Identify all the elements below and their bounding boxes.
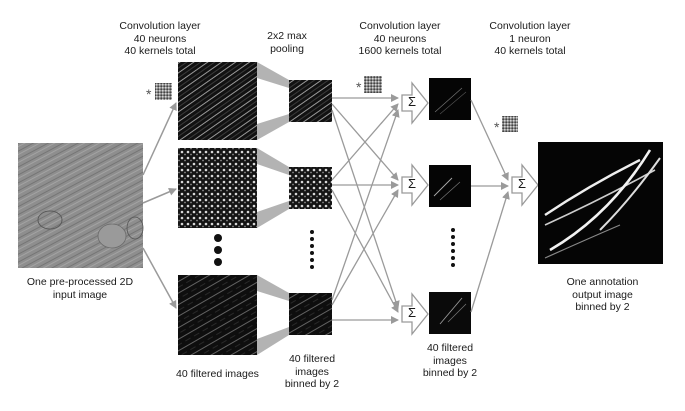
sum-node-2 xyxy=(401,163,429,207)
sum-symbol-2: Σ xyxy=(407,176,417,191)
sum-symbol-output: Σ xyxy=(517,176,527,191)
pool-to-sum-arrows xyxy=(331,94,400,324)
conv2-convolve-symbol: * xyxy=(356,79,362,95)
output-label-line2: output image xyxy=(572,288,633,301)
conv3-convolve-symbol: * xyxy=(494,119,500,135)
output-image xyxy=(538,142,663,264)
conv2-to-output-arrows xyxy=(470,99,510,313)
pooling-subtitle: pooling xyxy=(270,42,304,55)
input-label-line1: One pre-processed 2D xyxy=(26,276,134,288)
conv2-kernels: 1600 kernels total xyxy=(358,45,442,57)
output-image-label: One annotation output image binned by 2 xyxy=(555,276,650,314)
input-label-line2: input image xyxy=(52,288,108,301)
conv3-kernels: 40 kernels total xyxy=(494,45,566,57)
pool-output-line1: 40 filtered xyxy=(288,353,336,365)
conv2-output-line2: images xyxy=(433,354,467,367)
conv2-layer-label: Convolution layer 40 neurons 1600 kernel… xyxy=(340,20,460,58)
conv3-neurons: 1 neuron xyxy=(509,32,551,45)
conv1-convolve-symbol: * xyxy=(146,86,152,102)
sum-symbol-1: Σ xyxy=(407,94,417,109)
conv3-kernel-thumbnail xyxy=(502,116,518,132)
pooling-label: 2x2 max pooling xyxy=(252,30,322,55)
conv1-title: Convolution layer xyxy=(119,20,201,32)
conv2-output-line1: 40 filtered xyxy=(426,342,474,354)
conv3-layer-label: Convolution layer 1 neuron 40 kernels to… xyxy=(475,20,585,58)
pool-output-line3: binned by 2 xyxy=(284,378,340,390)
sum-node-1 xyxy=(401,81,429,125)
conv2-kernel-thumbnail xyxy=(364,76,382,93)
conv1-kernels: 40 kernels total xyxy=(124,45,196,57)
arrow-input-to-conv1-2 xyxy=(142,188,177,204)
conv1-kernel-thumbnail xyxy=(155,83,172,100)
pooling-title: 2x2 max xyxy=(267,30,307,42)
sum-node-output xyxy=(511,163,539,207)
conv2-filtered-image-40 xyxy=(429,292,471,334)
conv2-output-label: 40 filtered images binned by 2 xyxy=(410,342,490,380)
conv2-output-line3: binned by 2 xyxy=(422,367,478,379)
conv2-filtered-image-2 xyxy=(429,165,471,207)
pooled-image-40 xyxy=(289,293,332,335)
conv3-title: Convolution layer xyxy=(489,20,571,32)
pooled-image-1 xyxy=(289,80,332,122)
sum-node-40 xyxy=(401,292,429,336)
output-label-line1: One annotation xyxy=(566,276,639,288)
arrow-input-to-conv1-3 xyxy=(142,247,177,309)
input-image-label: One pre-processed 2D input image xyxy=(5,276,155,301)
input-image xyxy=(18,143,144,268)
conv1-ellipsis-dots xyxy=(214,234,222,266)
arrow-input-to-conv1-1 xyxy=(142,102,177,176)
pool-wedges xyxy=(257,62,289,355)
pool-output-line2: images xyxy=(295,365,329,378)
conv2-title: Convolution layer xyxy=(359,20,441,32)
conv1-neurons: 40 neurons xyxy=(133,32,187,45)
output-label-line3: binned by 2 xyxy=(575,301,630,313)
conv1-output-label: 40 filtered images xyxy=(165,368,270,381)
sum-symbol-40: Σ xyxy=(407,305,417,320)
conv1-output-line1: 40 filtered images xyxy=(176,368,259,380)
conv2-neurons: 40 neurons xyxy=(373,32,427,45)
pooled-image-2 xyxy=(289,167,332,209)
conv1-filtered-image-40 xyxy=(178,275,257,355)
conv1-filtered-image-2 xyxy=(178,148,257,228)
conv1-layer-label: Convolution layer 40 neurons 40 kernels … xyxy=(105,20,215,58)
conv1-filtered-image-1 xyxy=(178,62,257,140)
conv2-ellipsis-dots xyxy=(451,228,455,267)
pool-ellipsis-dots xyxy=(310,230,314,269)
pool-output-label: 40 filtered images binned by 2 xyxy=(272,353,352,391)
